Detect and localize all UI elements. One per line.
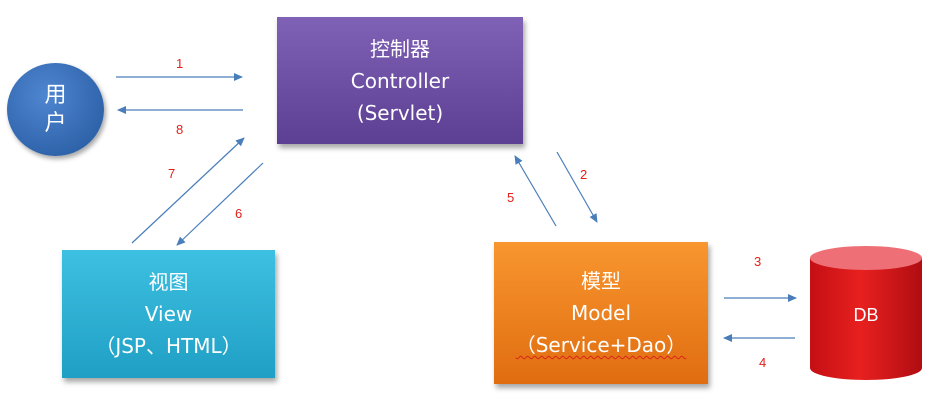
user-node: 用 户 (7, 63, 104, 156)
controller-title-cn: 控制器 (370, 36, 430, 61)
step-number-3: 3 (754, 254, 762, 269)
step-number-6: 6 (235, 206, 243, 221)
step-number-5: 5 (507, 190, 515, 205)
step-number-8: 8 (176, 122, 184, 137)
step-number-1: 1 (176, 56, 184, 71)
controller-node: 控制器 Controller (Servlet) (277, 17, 523, 144)
user-label-line2: 户 (44, 110, 67, 136)
user-label-line1: 用 (44, 82, 67, 108)
view-subtitle: （JSP、HTML） (95, 334, 242, 358)
model-title-cn: 模型 (581, 269, 621, 293)
step-number-7: 7 (168, 166, 176, 181)
view-title-cn: 视图 (148, 270, 189, 294)
controller-subtitle: (Servlet) (356, 100, 444, 125)
view-node: 视图 View （JSP、HTML） (62, 250, 275, 378)
step-number-2: 2 (580, 167, 588, 182)
model-title-en: Model (570, 301, 632, 325)
model-subtitle: （Service+Dao） (515, 333, 687, 357)
arrow-controller-to-view (176, 162, 264, 246)
db-label: DB (853, 305, 879, 325)
model-node: 模型 Model （Service+Dao） (494, 242, 708, 384)
arrow-controller-to-model (556, 151, 598, 223)
db-cylinder (810, 246, 922, 380)
view-title-en: View (144, 302, 193, 326)
arrow-model-to-controller (514, 155, 557, 227)
step-number-4: 4 (759, 355, 767, 370)
arrow-view-to-controller (131, 137, 245, 244)
controller-title-en: Controller (350, 68, 450, 93)
